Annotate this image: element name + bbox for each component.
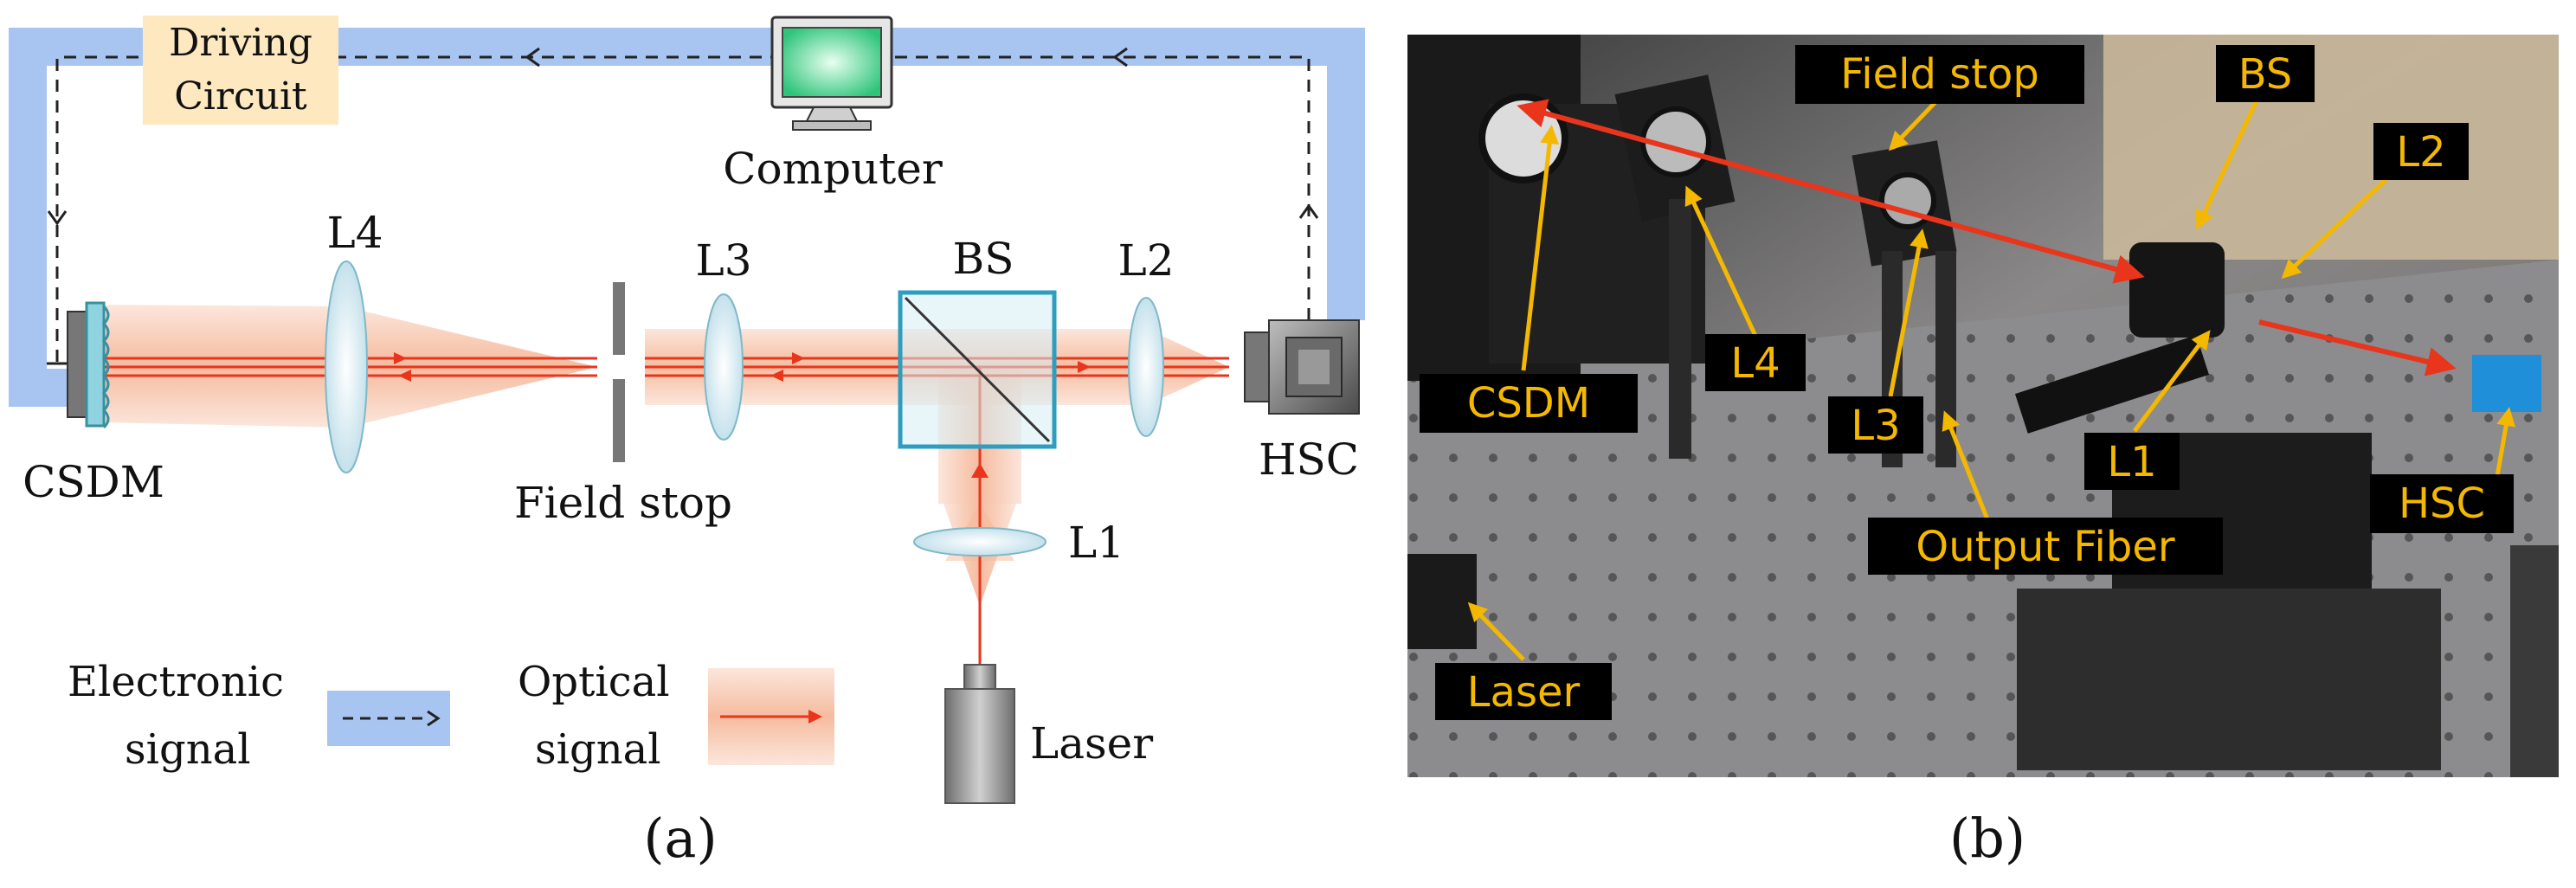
- photo-label-csdm: CSDM: [1420, 374, 1638, 433]
- field-stop-label: Field stop: [514, 478, 732, 528]
- lens-l2: [1128, 297, 1164, 437]
- hsc-camera: [1244, 319, 1360, 415]
- csdm-label: CSDM: [23, 457, 164, 507]
- driving-circuit: Driving Circuit: [143, 16, 338, 125]
- photo-label-laser: Laser: [1435, 663, 1612, 720]
- photo-l3-label: L3: [1851, 402, 1900, 450]
- photo-label-l1: L1: [2084, 433, 2180, 490]
- lens-l4: [325, 261, 368, 473]
- photo-label-field-stop: Field stop: [1795, 45, 2084, 104]
- driving-circuit-label-1: Driving: [169, 21, 312, 65]
- l4-label: L4: [326, 208, 383, 258]
- laser-source: [944, 664, 1015, 804]
- l1-label: L1: [1068, 518, 1124, 568]
- optical-beams: [102, 305, 1229, 606]
- laser-label: Laser: [1030, 718, 1153, 769]
- panel-a-caption: (a): [643, 807, 717, 870]
- hsc-label: HSC: [1259, 434, 1359, 485]
- photo-hsc-label: HSC: [2399, 479, 2485, 528]
- photo-label-l2: L2: [2373, 123, 2469, 180]
- photo-label-output-fiber: Output Fiber: [1868, 518, 2223, 575]
- csdm-device: [67, 301, 110, 429]
- legend-electronic-label-1: Electronic: [68, 658, 284, 706]
- panel-b-caption: (b): [1949, 807, 2025, 870]
- photo-l1-label: L1: [2107, 438, 2156, 486]
- photo-label-l3: L3: [1828, 396, 1923, 454]
- photo-beam-arrow-bs-hsc: [2258, 319, 2457, 376]
- ray-arrows: [394, 352, 1091, 478]
- photo-output-fiber-label: Output Fiber: [1916, 523, 2174, 571]
- panel-b-photo: Field stop BS L2 CSDM L4 L3 L1 HSC: [1407, 35, 2559, 870]
- legend: Electronic signal Optical signal: [68, 658, 834, 774]
- photo-beam-arrow-csdm-bs: [1517, 99, 2145, 284]
- photo-label-l4: L4: [1705, 334, 1806, 391]
- computer-icon: [770, 16, 893, 131]
- l3-label: L3: [695, 235, 751, 286]
- bs-label: BS: [953, 234, 1014, 284]
- lens-l3: [704, 293, 744, 441]
- legend-optical-label-1: Optical: [518, 658, 670, 706]
- photo-label-hsc: HSC: [2370, 474, 2514, 533]
- l2-label: L2: [1117, 235, 1174, 286]
- panel-a-schematic: Driving Circuit Computer: [9, 16, 1365, 870]
- computer-label: Computer: [723, 144, 943, 194]
- driving-circuit-label-2: Circuit: [174, 74, 307, 119]
- field-stop-aperture: [613, 282, 625, 462]
- beam-splitter: [898, 290, 1057, 449]
- photo-label-bs: BS: [2216, 45, 2315, 102]
- photo-l4-label: L4: [1730, 339, 1780, 388]
- lens-l1: [913, 527, 1046, 557]
- photo-field-stop-label: Field stop: [1840, 50, 2039, 99]
- photo-l2-label: L2: [2396, 128, 2445, 177]
- legend-optical-label-2: signal: [535, 725, 661, 774]
- photo-csdm-label: CSDM: [1467, 379, 1590, 428]
- legend-electronic-label-2: signal: [125, 725, 251, 774]
- photo-bs-label: BS: [2238, 50, 2293, 99]
- photo-laser-label: Laser: [1467, 668, 1581, 717]
